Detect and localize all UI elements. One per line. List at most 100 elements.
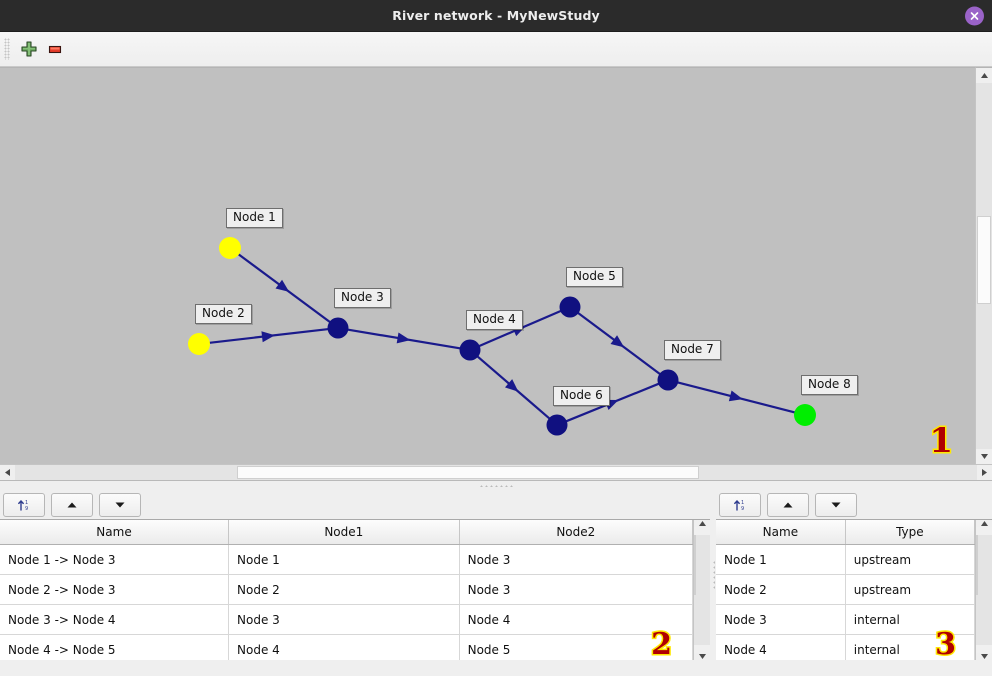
nodes-move-up-button[interactable] <box>767 492 809 517</box>
graph-node-node-5[interactable] <box>559 296 581 318</box>
node-label-node-3[interactable]: Node 3 <box>334 288 391 309</box>
vscroll-thumb[interactable] <box>977 216 991 304</box>
column-header-name[interactable]: Name <box>716 520 846 545</box>
column-header-type[interactable]: Type <box>845 520 975 545</box>
table-cell[interactable]: Node 3 <box>716 604 846 635</box>
node-label-node-1[interactable]: Node 1 <box>226 208 283 229</box>
table-cell[interactable]: Node 2 <box>716 574 846 605</box>
nodes-scroll-down-button[interactable] <box>976 653 992 660</box>
graph-node-node-8[interactable] <box>794 404 816 426</box>
graph-node-node-1[interactable] <box>219 237 241 259</box>
table-cell[interactable]: internal <box>845 634 975 660</box>
canvas-horizontal-scrollbar[interactable] <box>0 464 992 480</box>
graph-node-node-7[interactable] <box>657 369 679 391</box>
scroll-right-button[interactable] <box>977 465 992 480</box>
column-header-node2[interactable]: Node2 <box>459 520 693 545</box>
reaches-scroll-down-button[interactable] <box>694 653 710 660</box>
table-cell[interactable]: Node 4 <box>459 604 693 635</box>
table-cell[interactable]: Node 3 <box>228 604 460 635</box>
reaches-move-up-button[interactable] <box>51 492 93 517</box>
node-label-node-8[interactable]: Node 8 <box>801 375 858 396</box>
triangle-down-icon <box>831 502 841 507</box>
table-cell[interactable]: Node 4 <box>716 634 846 660</box>
canvas-vertical-scrollbar[interactable] <box>975 67 992 464</box>
node-label-node-4[interactable]: Node 4 <box>466 310 523 331</box>
reaches-sort-button[interactable]: 1 9 <box>3 492 45 517</box>
column-header-name[interactable]: Name <box>0 520 230 545</box>
table-cell[interactable]: Node 4 -> Node 5 <box>0 634 230 660</box>
horizontal-splitter[interactable] <box>0 480 992 490</box>
table-cell[interactable]: Node 2 <box>228 574 460 605</box>
reaches-scroll-up-button[interactable] <box>694 520 710 527</box>
table-cell[interactable]: upstream <box>845 574 975 605</box>
nodes-scroll-up-button[interactable] <box>976 520 992 527</box>
nodes-vscroll-thumb[interactable] <box>976 535 978 595</box>
table-cell[interactable]: Node 5 <box>459 634 693 660</box>
nodes-toolbar: 1 9 <box>716 490 992 519</box>
vertical-splitter[interactable] <box>710 490 716 660</box>
triangle-right-icon <box>982 469 987 476</box>
node-label-node-2[interactable]: Node 2 <box>195 304 252 325</box>
triangle-down-icon <box>980 454 988 459</box>
reaches-move-down-button[interactable] <box>99 492 141 517</box>
triangle-down-icon <box>698 654 706 659</box>
column-header-node1[interactable]: Node1 <box>228 520 460 545</box>
table-cell[interactable]: Node 3 <box>459 574 693 605</box>
close-button[interactable] <box>965 6 984 25</box>
toolbar-grip[interactable] <box>4 38 10 60</box>
nodes-vertical-scrollbar[interactable] <box>975 520 992 660</box>
splitter-grip <box>479 484 513 487</box>
nodes-vscroll-track[interactable] <box>976 535 992 645</box>
edge-arrowhead <box>610 335 625 348</box>
close-x-icon <box>970 11 979 20</box>
graph-node-node-6[interactable] <box>546 414 568 436</box>
reaches-vscroll-track[interactable] <box>694 535 710 645</box>
table-cell[interactable]: Node 4 <box>228 634 460 660</box>
graph-node-node-4[interactable] <box>459 339 481 361</box>
reaches-vertical-scrollbar[interactable] <box>693 520 710 660</box>
table-cell[interactable]: Node 3 <box>459 544 693 575</box>
table-cell[interactable]: Node 1 -> Node 3 <box>0 544 230 575</box>
table-cell[interactable]: internal <box>845 604 975 635</box>
node-label-node-5[interactable]: Node 5 <box>566 267 623 288</box>
add-node-button[interactable] <box>16 36 42 62</box>
scroll-up-button[interactable] <box>976 68 992 83</box>
nodes-sort-button[interactable]: 1 9 <box>719 492 761 517</box>
table-cell[interactable]: upstream <box>845 544 975 575</box>
node-label-node-7[interactable]: Node 7 <box>664 340 721 361</box>
table-cell[interactable]: Node 1 <box>228 544 460 575</box>
graph-node-node-2[interactable] <box>188 333 210 355</box>
scroll-down-button[interactable] <box>976 449 992 464</box>
scroll-left-button[interactable] <box>0 465 15 480</box>
nodes-move-down-button[interactable] <box>815 492 857 517</box>
table-cell[interactable]: Node 1 <box>716 544 846 575</box>
reaches-vscroll-thumb[interactable] <box>694 535 696 595</box>
table-cell[interactable]: Node 3 -> Node 4 <box>0 604 230 635</box>
node-label-node-6[interactable]: Node 6 <box>553 386 610 407</box>
network-canvas[interactable]: Node 1 Node 2 Node 3 Node 4 Node 5 Node 6 Node… <box>0 67 975 464</box>
delete-node-button[interactable] <box>42 36 68 62</box>
hscroll-thumb[interactable] <box>237 466 699 479</box>
table-cell[interactable]: Node 2 -> Node 3 <box>0 574 230 605</box>
graph-node-node-3[interactable] <box>327 317 349 339</box>
